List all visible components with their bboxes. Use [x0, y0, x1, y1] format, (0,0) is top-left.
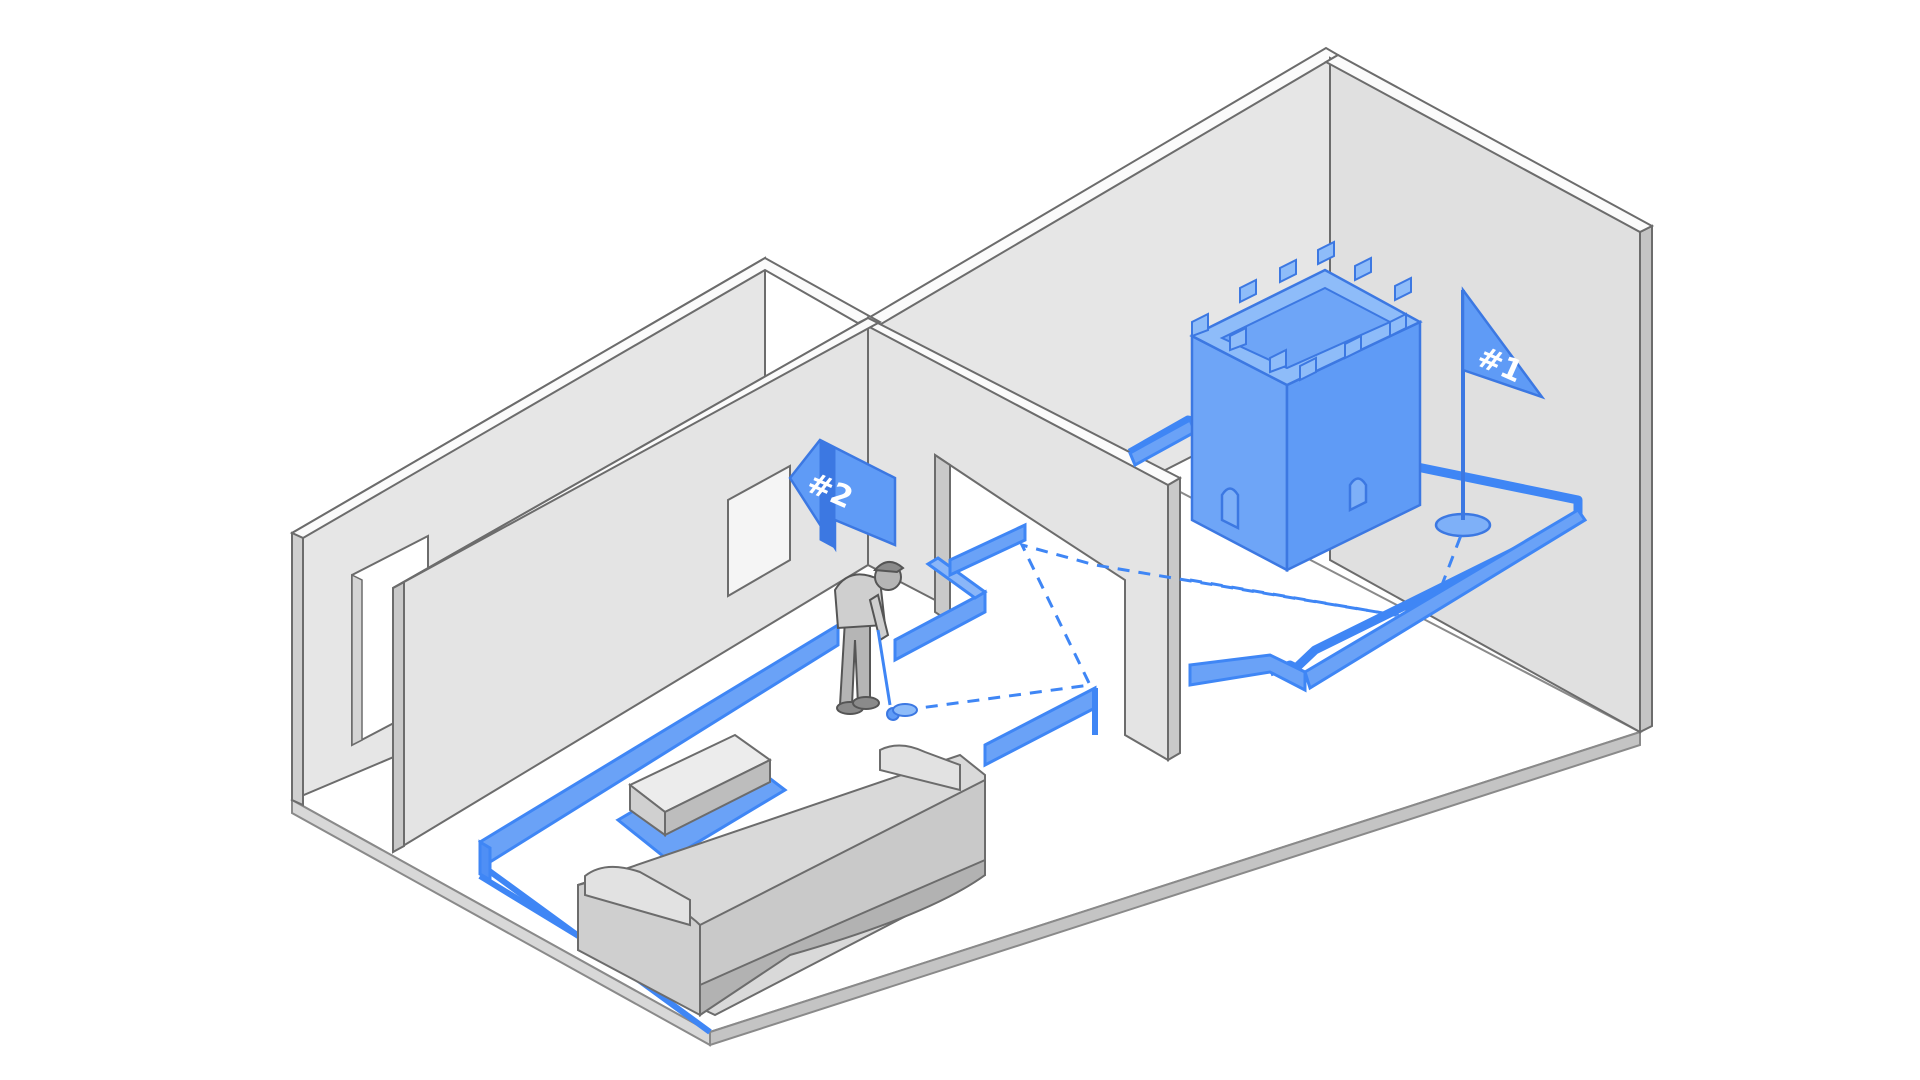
castle-obstacle [1189, 240, 1423, 573]
sofa [577, 744, 986, 1017]
ball-path-lines [904, 529, 1465, 712]
floor-base [290, 328, 1643, 1047]
coffee-table [615, 733, 788, 862]
golfer-figure [833, 561, 905, 715]
course-hole-1-rails [1128, 417, 1588, 693]
divider-wall [857, 316, 1183, 762]
flag-hole-1: #1 [1434, 286, 1546, 538]
left-room-front-wall [392, 316, 951, 854]
flag-hole-2: #2 [788, 438, 897, 553]
golf-ball [886, 703, 918, 721]
